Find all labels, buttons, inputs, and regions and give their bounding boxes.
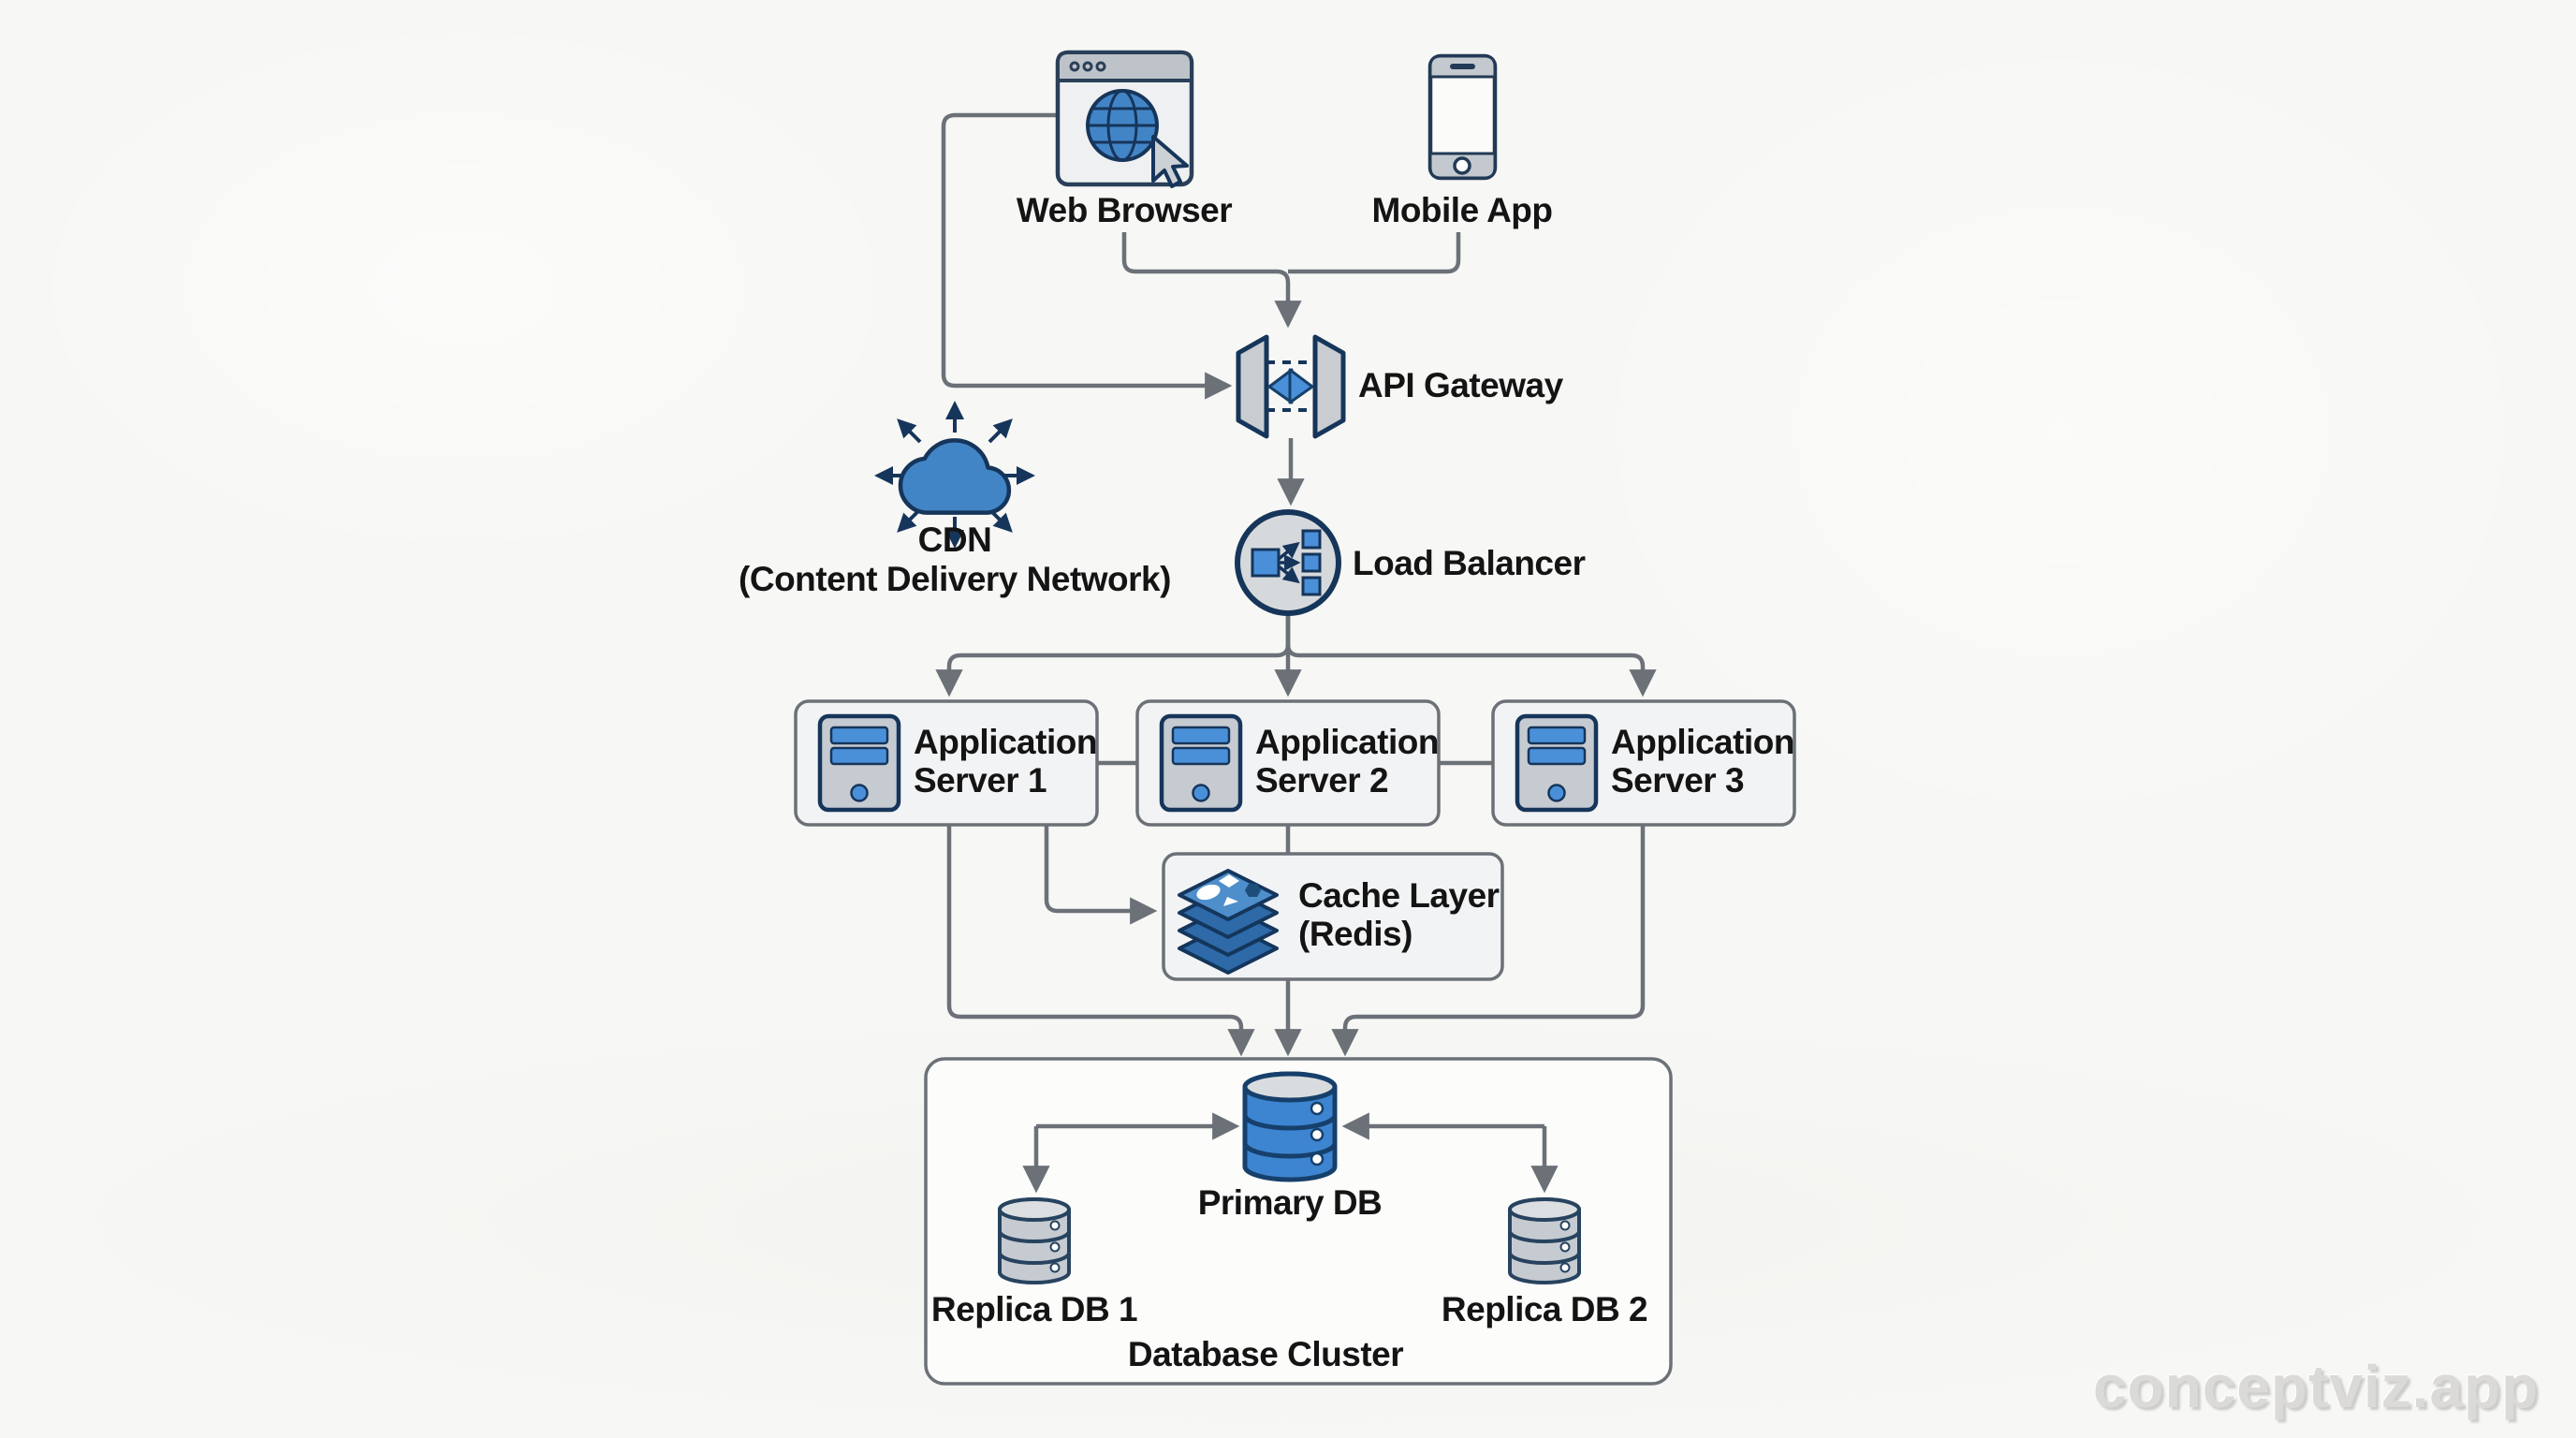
connector-mobile-app-merge xyxy=(1288,232,1461,274)
primary-db-icon xyxy=(1242,1071,1338,1182)
cdn-label: CDN xyxy=(917,521,992,559)
app-server-3-label: Application Server 3 xyxy=(1611,723,1794,800)
load-balancer-icon xyxy=(1235,509,1341,616)
cdn-sublabel: (Content Delivery Network) xyxy=(739,560,1171,598)
cache-layer-label-line1: Cache Layer xyxy=(1298,876,1500,915)
web-browser-icon xyxy=(1055,50,1194,188)
app-server-1-label: Application Server 1 xyxy=(914,723,1097,800)
redis-icon xyxy=(1178,869,1279,975)
connector-web-browser-to-api-gateway xyxy=(941,112,1233,400)
watermark: conceptviz.app xyxy=(2093,1353,2539,1420)
app-server-1-label-line1: Application xyxy=(914,723,1097,761)
web-browser-label: Web Browser xyxy=(1016,191,1233,229)
cache-layer-label: Cache Layer (Redis) xyxy=(1298,876,1500,954)
replica-db-2-icon xyxy=(1508,1197,1581,1284)
app-server-1-label-line2: Server 1 xyxy=(914,761,1047,800)
connector-web-browser-merge-to-api-gateway xyxy=(1121,232,1302,329)
connector-server-1-to-database-cluster xyxy=(946,825,1255,1057)
server-icon-3 xyxy=(1517,716,1596,810)
globe-icon xyxy=(1086,89,1159,162)
load-balancer-label: Load Balancer xyxy=(1353,544,1586,582)
app-server-2-label: Application Server 2 xyxy=(1255,723,1439,800)
database-cluster-label: Database Cluster xyxy=(1127,1335,1404,1373)
cache-layer-label-line2: (Redis) xyxy=(1298,915,1412,954)
server-icon-1 xyxy=(820,716,899,810)
mobile-app-icon xyxy=(1427,53,1498,181)
api-gateway-label: API Gateway xyxy=(1358,366,1563,404)
app-server-3-label-line1: Application xyxy=(1611,723,1794,761)
primary-db-label: Primary DB xyxy=(1197,1183,1383,1222)
server-icon-2 xyxy=(1162,716,1240,810)
connector-server-3-to-database-cluster xyxy=(1331,825,1646,1057)
app-server-2-label-line2: Server 2 xyxy=(1255,761,1389,800)
replica-db-1-label: Replica DB 1 xyxy=(930,1290,1138,1328)
replica-db-2-label: Replica DB 2 xyxy=(1441,1290,1648,1328)
database-cluster-box xyxy=(924,1057,1673,1386)
app-server-3-label-line2: Server 3 xyxy=(1611,761,1745,800)
connectors xyxy=(935,112,1657,1194)
replica-db-1-icon xyxy=(998,1197,1071,1284)
api-gateway-icon xyxy=(1236,334,1346,439)
cdn-icon xyxy=(874,401,1035,549)
connector-load-balancer-to-server-3 xyxy=(1285,613,1657,697)
mobile-app-label: Mobile App xyxy=(1371,191,1554,229)
app-server-2-label-line1: Application xyxy=(1255,723,1439,761)
cursor-icon xyxy=(1151,135,1189,188)
connector-server-1-to-cache xyxy=(1044,825,1158,925)
connector-load-balancer-to-server-1 xyxy=(935,613,1291,697)
